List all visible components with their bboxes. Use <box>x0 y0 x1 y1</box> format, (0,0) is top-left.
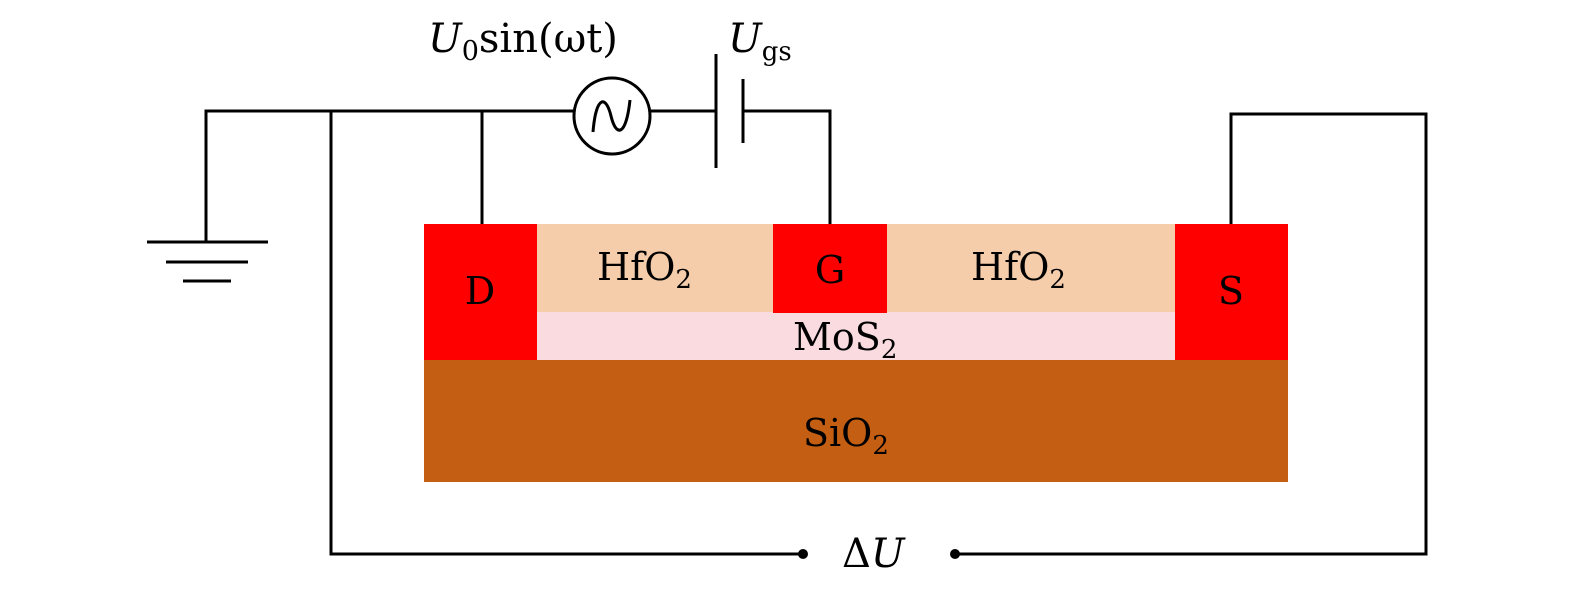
sio2-substrate <box>424 360 1288 482</box>
ground-wire <box>204 109 573 242</box>
sine-wave-icon <box>591 99 632 133</box>
terminal-dot-left <box>798 549 808 559</box>
terminal-dot-right <box>950 549 960 559</box>
source-label: S <box>1218 269 1244 313</box>
source-electrode <box>1175 224 1288 360</box>
hfo2-right-label: HfO2 <box>971 245 1066 295</box>
sio2-label: SiO2 <box>803 411 889 461</box>
mos2-channel <box>537 312 1175 360</box>
wiring <box>147 54 1428 556</box>
gate-label: G <box>815 248 845 292</box>
hfo2-right-dielectric <box>887 224 1175 312</box>
hfo2-left-dielectric <box>537 224 773 312</box>
ac-source-label: U0sin(ωt) <box>428 16 618 67</box>
drain-label: D <box>465 269 495 313</box>
source-lead <box>955 112 1428 556</box>
measurement-left-wire <box>329 111 803 556</box>
drain-electrode <box>424 224 537 360</box>
mos2-label: MoS2 <box>793 315 897 365</box>
dc-source-label: Ugs <box>728 16 792 67</box>
gate-electrode <box>773 224 887 313</box>
delta-u-label: ΔU <box>842 531 906 577</box>
gate-lead <box>743 109 832 224</box>
ac-source-icon <box>572 76 652 156</box>
hfo2-left-label: HfO2 <box>597 245 692 295</box>
